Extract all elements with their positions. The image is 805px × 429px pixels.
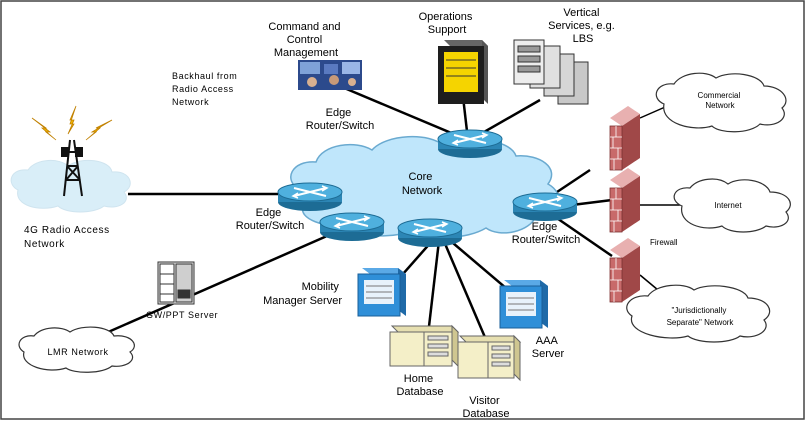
mobility-manager-server-icon[interactable] xyxy=(357,268,406,317)
home-database-label: Home Database xyxy=(396,373,443,398)
visitor-database-icon[interactable] xyxy=(457,334,522,382)
firewall-label: Firewall xyxy=(650,238,678,247)
core-router-bottom[interactable] xyxy=(397,218,463,248)
edge-router-top[interactable] xyxy=(437,129,503,159)
commercial-network-label: Commercial Network xyxy=(698,91,743,110)
vertical-services-server-rack-icon[interactable] xyxy=(513,39,589,105)
radio-access-network[interactable] xyxy=(10,105,131,213)
vertical-services-label: Vertical Services, e.g. LBS xyxy=(548,7,618,45)
command-control-label: Command and Control Management xyxy=(268,21,343,59)
edge-router-right[interactable] xyxy=(512,192,578,222)
jurisdictional-network-cloud[interactable] xyxy=(626,284,771,343)
edge-router-left-upper[interactable] xyxy=(277,182,343,212)
gw-ppt-label: GW/PPT Server xyxy=(146,310,218,320)
core-network-label: Core Network xyxy=(402,171,443,197)
gw-ppt-server-icon[interactable] xyxy=(157,261,195,305)
firewall-icon-middle[interactable] xyxy=(609,168,640,233)
edge-router-right-label: Edge Router/Switch xyxy=(512,221,580,246)
aaa-server-label: AAA Server xyxy=(532,335,565,360)
lightning-bolt-icon xyxy=(31,105,113,141)
edge-router-top-label: Edge Router/Switch xyxy=(306,107,374,132)
lmr-network-label: LMR Network xyxy=(47,347,108,357)
radio-access-label: 4G Radio Access Network xyxy=(24,225,113,250)
home-database-icon[interactable] xyxy=(389,324,460,368)
mobility-manager-label: Mobility Manager Server xyxy=(263,281,342,307)
internet-cloud[interactable] xyxy=(673,178,791,233)
commercial-network-cloud[interactable] xyxy=(655,72,787,133)
cell-tower-icon xyxy=(61,139,83,197)
operations-server-icon[interactable] xyxy=(438,40,488,104)
operations-support-label: Operations Support xyxy=(419,11,476,36)
aaa-server-icon[interactable] xyxy=(499,280,548,329)
edge-router-left-lower[interactable] xyxy=(319,212,385,242)
edge-router-left-label: Edge Router/Switch xyxy=(236,207,304,232)
firewall-icon-bottom[interactable] xyxy=(609,238,640,303)
lmr-network-cloud[interactable] xyxy=(18,326,135,373)
radio-access-cloud xyxy=(10,159,131,213)
internet-label: Internet xyxy=(714,201,742,210)
visitor-database-label: Visitor Database xyxy=(462,395,509,420)
firewall-icon-top[interactable] xyxy=(609,106,640,171)
command-center-image-icon[interactable] xyxy=(298,60,362,90)
jurisdictional-network-label: "Jurisdictionally Separate" Network xyxy=(667,306,735,327)
backhaul-label: Backhaul from Radio Access Network xyxy=(172,71,240,107)
